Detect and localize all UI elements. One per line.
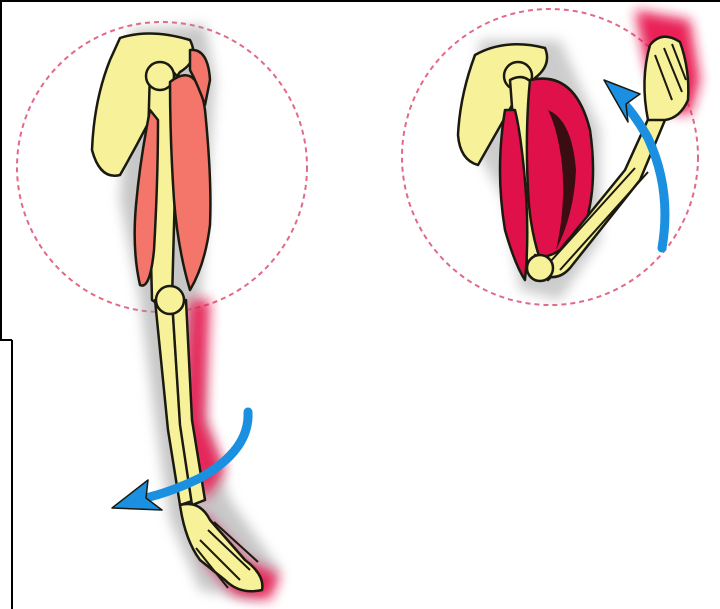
flexed-arm-panel <box>402 9 700 305</box>
extended-arm-panel <box>17 22 307 600</box>
flexed-elbow-joint <box>527 255 553 281</box>
elbow-joint <box>156 286 184 314</box>
flexed-hand-bones <box>644 37 688 120</box>
